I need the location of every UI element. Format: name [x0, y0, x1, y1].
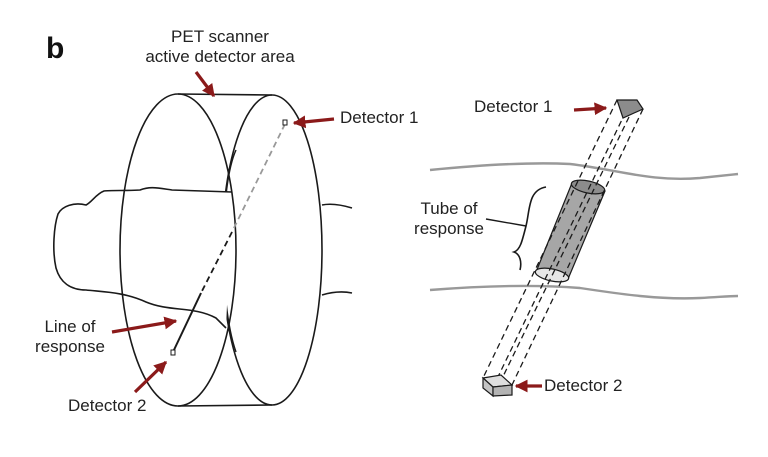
right-detector2-label: Detector 2 — [544, 376, 623, 395]
lor-label-line1: Line of — [44, 317, 96, 336]
tube-of-response — [535, 182, 606, 280]
left-detector2-label: Detector 2 — [68, 396, 147, 415]
right-detector1-label: Detector 1 — [474, 97, 553, 116]
tube-bracket-leader — [485, 218, 527, 227]
scanner-label-line1: PET scanner — [171, 27, 269, 46]
body-line-bottom — [321, 291, 353, 296]
line-of-response-dashed — [231, 123, 286, 233]
tube-label-line2: response — [414, 219, 484, 238]
ring-top-edge — [177, 93, 273, 96]
detector2-marker — [170, 349, 176, 356]
tissue-line-top — [429, 162, 739, 180]
detector2-block — [481, 374, 514, 398]
scanner-arrow — [194, 71, 216, 98]
ring-front-edge — [119, 93, 237, 407]
ring-back-edge — [221, 94, 323, 406]
tube-bracket — [511, 186, 547, 271]
line-of-response-inside — [200, 231, 233, 294]
detector1-marker — [282, 119, 288, 126]
tissue-line-bottom — [429, 284, 739, 300]
detector1-arrow-right — [573, 102, 608, 116]
tube-label-line1: Tube of — [420, 199, 478, 218]
head-silhouette — [53, 186, 233, 329]
line-of-response-solid — [172, 292, 202, 353]
tube-dashed-edges — [482, 99, 644, 394]
detector2-arrow-left — [133, 360, 168, 394]
left-detector1-label: Detector 1 — [340, 108, 419, 127]
ring-bottom-edge — [177, 404, 273, 407]
lor-arrow — [111, 316, 178, 334]
detector1-arrow-left — [292, 115, 335, 129]
lor-label-line2: response — [35, 337, 105, 356]
detector1-block — [616, 99, 644, 119]
scanner-label-line2: active detector area — [145, 47, 295, 66]
body-line-top — [321, 203, 353, 209]
panel-label: b — [46, 32, 65, 65]
